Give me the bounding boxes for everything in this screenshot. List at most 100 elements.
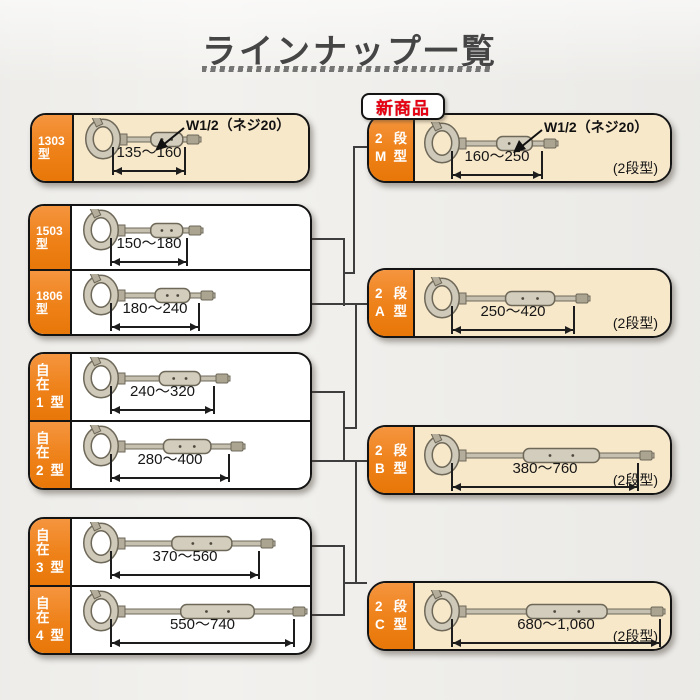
connector-line-segment [353,146,355,274]
title-underline-decoration [202,66,490,72]
connector-line-segment [310,545,343,547]
two-stage-type-note: (2段型) [612,628,658,644]
screw-spec-label: W1/2（ネジ20） [186,117,291,133]
two-stage-type-note: (2段型) [612,315,658,331]
dimension-arrow [114,167,184,175]
dimension-bracket: 160～250 [451,149,543,179]
dimension-bracket: 240～320 [110,383,215,414]
dimension-range-value: 150～180 [116,235,182,252]
product-illustration [85,118,202,160]
product-row-body: 150～180 [72,206,310,269]
dimension-range-value: 550～740 [169,616,236,633]
product-type-label: 1303型 [32,115,74,181]
dimension-arrow [453,483,637,491]
dimension-arrow [453,639,659,647]
product-row-body: 240～320 [72,354,310,420]
product-type-label: 1806型 [30,271,72,334]
dimension-bracket: 550～740 [110,616,295,647]
product-type-label-line: 2 型 [36,462,64,478]
dimension-bracket: 150～180 [110,235,188,266]
connector-line-segment [310,303,367,305]
dimension-range-value: 240～320 [129,383,196,400]
dimension-arrow [112,323,198,331]
product-row-body: 135～160 W1/2（ネジ20） [74,115,308,181]
new-product-badge: 新商品 [361,93,445,120]
pointer-arrow-icon [155,127,185,151]
connector-line-segment [343,545,345,616]
dimension-range-value: 280～400 [137,451,203,468]
connector-line-segment [353,146,367,148]
product-type-label-line: 1806型 [36,288,63,316]
dimension-arrow [112,406,213,414]
product-illustration [83,209,204,251]
dimension-range-value: 370～560 [152,548,218,565]
page-title: ラインナップ一覧 [202,33,498,71]
dimension-bracket: 180～240 [110,301,200,331]
connector-line-segment [310,614,343,616]
connector-line-segment [343,427,357,429]
dimension-bracket: 680～1,060 [451,616,661,647]
product-type-label-line: 1503型 [36,223,63,251]
dimension-range-value: 680～1,060 [517,616,595,633]
product-illustration [424,590,666,632]
product-row-body: 250～420(2段型) [415,270,670,336]
dimension-range-value: 135～160 [116,144,182,161]
product-type-label-line: 2 段 [375,131,407,147]
screw-spec-annotation: W1/2（ネジ20） [152,115,290,152]
product-type-label-line: 2 段 [375,599,407,615]
product-illustration [424,434,655,476]
product-row-body: 180～240 [72,271,310,334]
product-row: 1503型 150～180 [30,206,310,269]
product-illustration [424,277,591,319]
dimension-bracket: 380～760 [451,461,639,491]
connector-line-segment [343,582,357,584]
product-illustration [83,274,216,316]
connector-line-segment [310,238,343,240]
two-stage-type-note: (2段型) [612,472,658,488]
product-row: 1303型 135～160 W1/2（ネジ20） [32,115,308,181]
product-type-label-line: 1 型 [36,394,64,410]
product-illustration [83,590,308,632]
connector-line-segment [355,303,357,429]
product-type-label-line: 1303型 [38,134,65,161]
product-row: 1806型 180～240 [30,269,310,334]
dimension-arrow [112,258,186,266]
product-row-body: 380～760(2段型) [415,427,670,493]
screw-spec-annotation: W1/2（ネジ20） [510,117,648,154]
product-row-body: 370～560 [72,519,310,585]
product-type-label-line: C 型 [375,616,407,632]
product-card-left-1: 1303型 135～160 W1/2（ネジ20） [30,113,310,183]
pointer-arrow-icon [513,129,543,153]
connector-line-segment [343,272,355,274]
product-type-label-line: B 型 [375,460,407,476]
product-type-label-line: 自 在 [36,596,50,626]
screw-spec-label: W1/2（ネジ20） [544,119,649,135]
dimension-arrow [112,639,293,647]
connector-line-segment [355,582,367,584]
product-row-body: 280～400 [72,422,310,488]
product-illustration [83,357,231,399]
product-type-label-line: 自 在 [36,431,50,461]
connector-line-segment [310,391,343,393]
product-type-label-line: M 型 [375,148,407,164]
